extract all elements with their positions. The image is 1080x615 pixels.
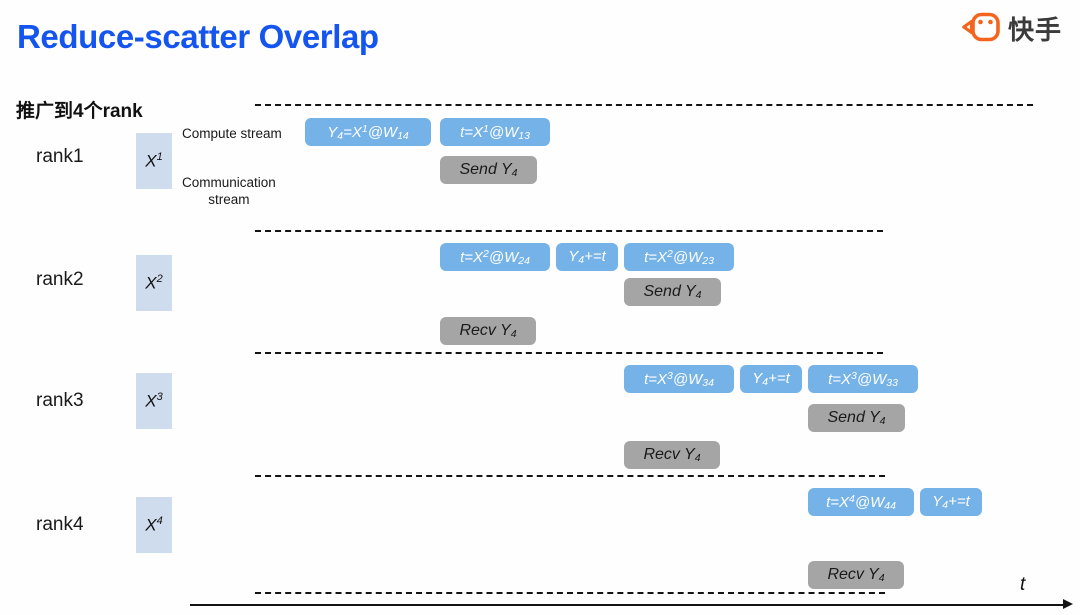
compute-task-box[interactable]: t=X3@W33	[808, 365, 918, 393]
comm-task-label: Send Y4	[459, 161, 518, 179]
comm-task-box[interactable]: Send Y4	[808, 404, 905, 432]
compute-stream-label-rank1: Compute stream	[182, 126, 282, 141]
time-axis-label: t	[1020, 574, 1026, 595]
subtitle: 推广到4个rank	[16, 101, 143, 122]
lane-divider-rank4	[255, 592, 885, 594]
rank-label-rank2: rank2	[36, 269, 84, 290]
input-shard-rank3: X3	[136, 373, 172, 429]
compute-task-box[interactable]: t=X3@W34	[624, 365, 734, 393]
input-shard-symbol: X4	[145, 514, 163, 535]
compute-task-box[interactable]: Y4=X1@W14	[305, 118, 431, 146]
comm-task-box[interactable]: Recv Y4	[624, 441, 720, 469]
compute-task-box[interactable]: Y4+=t	[920, 488, 982, 516]
input-shard-index: 2	[156, 272, 163, 285]
comm-task-label: Recv Y4	[643, 446, 701, 464]
page-title: Reduce-scatter Overlap	[17, 18, 379, 55]
compute-task-label: t=X1@W13	[460, 122, 530, 142]
compute-task-box[interactable]: Y4+=t	[556, 243, 618, 271]
compute-task-label: t=X2@W23	[644, 247, 714, 267]
lane-divider-top	[255, 104, 1033, 106]
lane-divider-rank3	[255, 475, 885, 477]
compute-task-label: t=X2@W24	[460, 247, 530, 267]
lane-divider-rank1	[255, 230, 883, 232]
input-shard-symbol: X3	[145, 390, 163, 411]
compute-task-label: Y4+=t	[932, 493, 970, 511]
input-shard-index: 1	[156, 150, 163, 163]
compute-task-label: t=X4@W44	[826, 492, 896, 512]
communication-stream-line1: Communication	[182, 175, 276, 190]
communication-stream-line2: stream	[208, 191, 250, 207]
compute-task-label: t=X3@W34	[644, 369, 714, 389]
comm-task-box[interactable]: Send Y4	[440, 156, 537, 184]
compute-task-box[interactable]: t=X4@W44	[808, 488, 914, 516]
brand-logo: 快手	[961, 12, 1062, 47]
kuaishou-camera-icon	[961, 12, 1001, 47]
compute-task-label: Y4+=t	[752, 370, 790, 388]
input-shard-index: 3	[156, 390, 163, 403]
communication-stream-label-rank1: Communication stream	[182, 175, 276, 209]
logo-text: 快手	[1007, 14, 1062, 45]
compute-task-box[interactable]: t=X1@W13	[440, 118, 550, 146]
comm-task-label: Send Y4	[643, 283, 702, 301]
input-shard-symbol: X1	[145, 150, 163, 171]
time-axis-arrowhead	[1063, 599, 1073, 609]
input-shard-rank2: X2	[136, 255, 172, 311]
rank-label-rank3: rank3	[36, 390, 84, 411]
input-shard-rank1: X1	[136, 133, 172, 189]
rank-label-rank1: rank1	[36, 146, 84, 167]
rank-label-rank4: rank4	[36, 514, 84, 535]
compute-task-box[interactable]: t=X2@W23	[624, 243, 734, 271]
comm-task-label: Recv Y4	[459, 322, 517, 340]
time-axis-line	[190, 604, 1065, 606]
lane-divider-rank2	[255, 352, 883, 354]
input-shard-symbol: X2	[145, 272, 163, 293]
comm-task-label: Recv Y4	[827, 566, 885, 584]
comm-task-box[interactable]: Send Y4	[624, 278, 721, 306]
compute-task-box[interactable]: t=X2@W24	[440, 243, 550, 271]
input-shard-index: 4	[156, 514, 163, 527]
comm-task-box[interactable]: Recv Y4	[440, 317, 536, 345]
compute-task-box[interactable]: Y4+=t	[740, 365, 802, 393]
compute-task-label: t=X3@W33	[828, 369, 898, 389]
input-shard-rank4: X4	[136, 497, 172, 553]
comm-task-box[interactable]: Recv Y4	[808, 561, 904, 589]
compute-task-label: Y4=X1@W14	[327, 122, 409, 142]
compute-task-label: Y4+=t	[568, 248, 606, 266]
comm-task-label: Send Y4	[827, 409, 886, 427]
